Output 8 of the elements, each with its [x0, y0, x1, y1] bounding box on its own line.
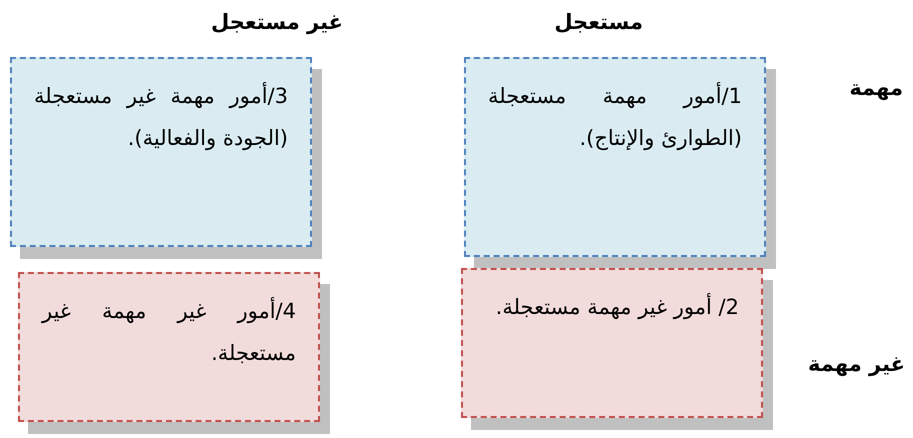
row-header: مهمة — [849, 76, 903, 100]
row-header: غير مهمة — [808, 352, 905, 376]
quadrant-text: 4/أمور غير مهمة غير مستعجلة. — [42, 296, 296, 367]
quadrant-text: 1/أمور مهمة مستعجلة (الطوارئ والإنتاج). — [488, 81, 742, 152]
quadrant-text: 2/ أمور غير مهمة مستعجلة. — [494, 292, 739, 322]
column-header: غير مستعجل — [211, 10, 343, 34]
column-header: مستعجل — [554, 10, 643, 34]
quadrant-text: 3/أمور مهمة غير مستعجلة (الجودة والفعالية). — [34, 81, 288, 152]
